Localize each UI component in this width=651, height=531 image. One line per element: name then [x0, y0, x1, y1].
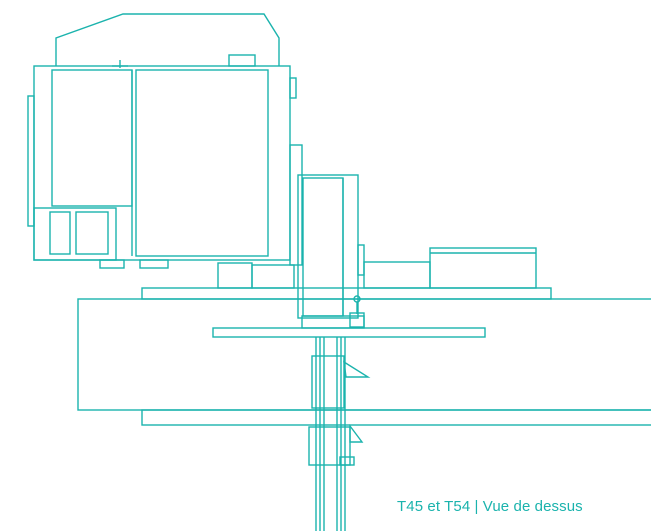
- housing-left-edge: [27, 95, 35, 227]
- connector-box-right: [251, 264, 295, 289]
- central-shaft: [308, 337, 371, 531]
- shaft-lower-sleeve: [308, 426, 351, 466]
- column-inner: [302, 177, 344, 317]
- housing-right-panel: [135, 69, 269, 257]
- housing-lower-box: [33, 207, 117, 261]
- shaft-lower-collar: [339, 456, 355, 466]
- housing-foot-left: [99, 259, 125, 269]
- shaft-lower-lever: [349, 423, 364, 443]
- drawing-caption: T45 et T54 | Vue de dessus: [397, 498, 583, 515]
- column-side-bracket: [289, 144, 303, 266]
- column-outer: [297, 174, 359, 319]
- lower-box-window-right: [75, 211, 109, 255]
- connector-box-left: [217, 262, 253, 289]
- motor-body: [429, 247, 537, 289]
- main-housing: [27, 13, 297, 269]
- shaft-upper-lever: [343, 360, 371, 378]
- lower-box-window-left: [49, 211, 71, 255]
- top-cover-small-box: [228, 54, 256, 67]
- housing-side-connector: [289, 77, 297, 99]
- housing-left-panel: [51, 69, 133, 207]
- column-right-bracket: [357, 244, 365, 276]
- horizontal-plate: [212, 327, 486, 338]
- housing-foot-right: [139, 259, 169, 269]
- shaft-upper-sleeve: [311, 355, 345, 409]
- column-assembly: [297, 174, 365, 329]
- base-top-rail: [141, 287, 552, 300]
- column-clamp-tab: [349, 312, 365, 328]
- base-bottom-rail: [141, 409, 651, 426]
- machine-base: [77, 287, 651, 426]
- housing-body: [33, 65, 291, 261]
- motor-link: [363, 261, 431, 289]
- housing-top-cover: [55, 13, 280, 66]
- motor-block: [363, 247, 537, 289]
- connection-blocks: [217, 144, 303, 289]
